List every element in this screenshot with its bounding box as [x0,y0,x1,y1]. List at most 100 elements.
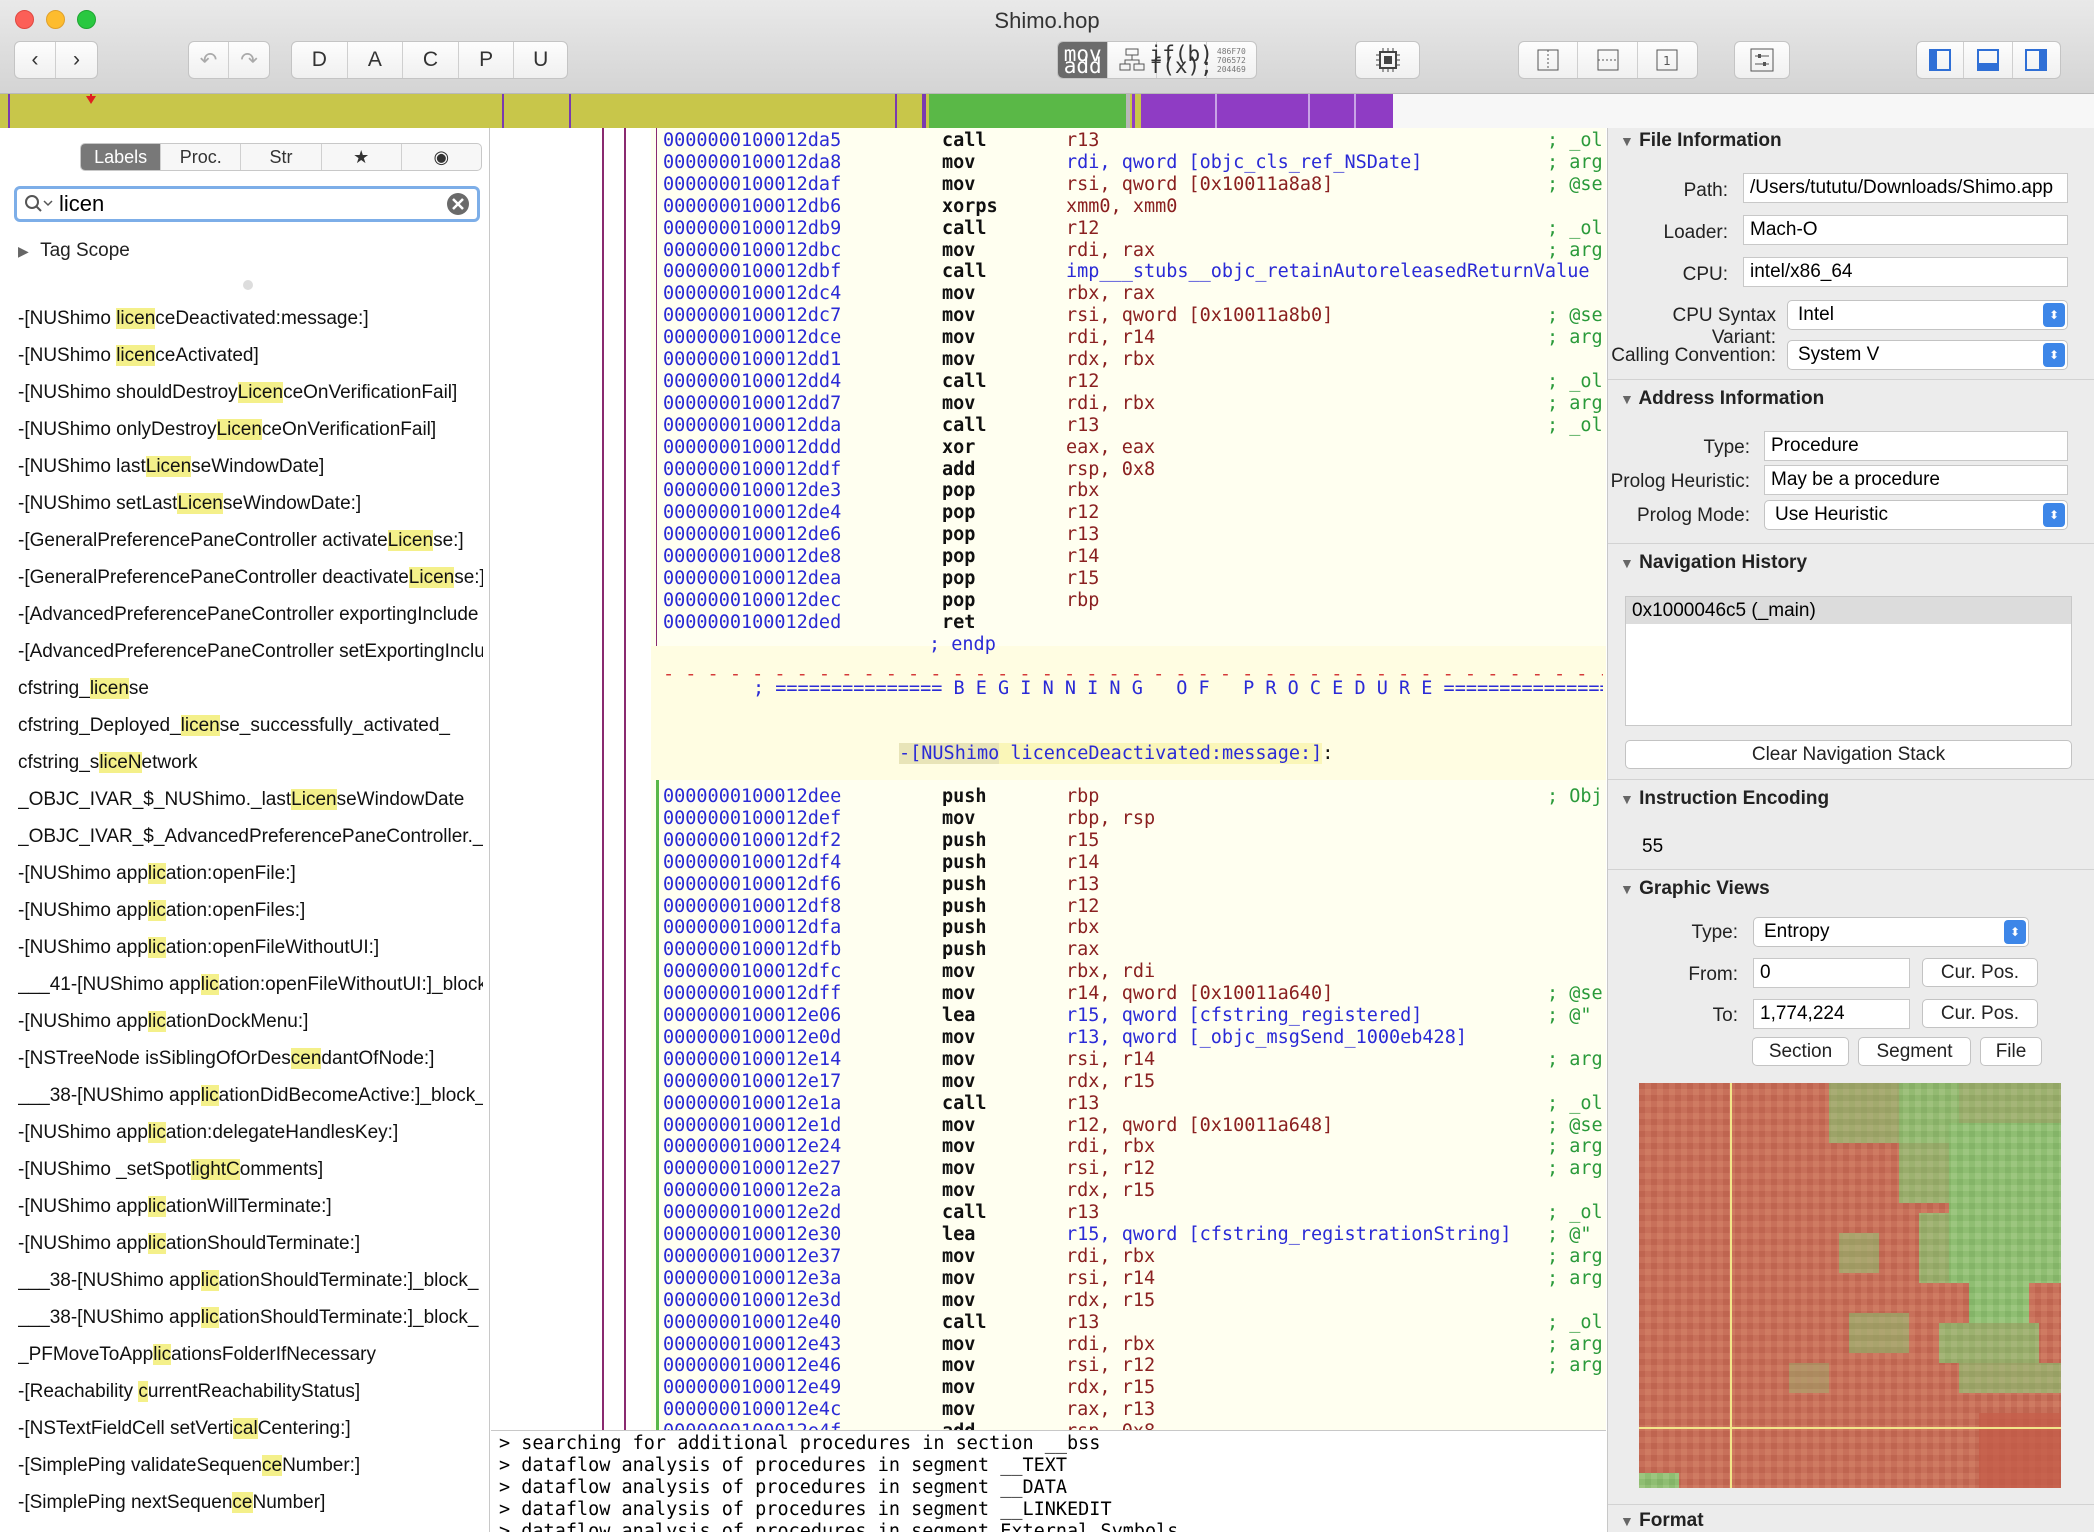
label-list-item[interactable]: -[AdvancedPreferencePaneController setEx… [18,641,483,662]
label-list-item[interactable]: -[AdvancedPreferencePaneController expor… [18,604,479,625]
mode-code-button[interactable]: C [403,42,459,78]
single-layout-button[interactable]: 1 [1638,42,1697,78]
label-list-item[interactable]: -[NUShimo shouldDestroyLicenceOnVerifica… [18,382,458,403]
label-list-item[interactable]: -[NSTextFieldCell setVerticalCentering:] [18,1418,351,1439]
log-console[interactable]: > searching for additional procedures in… [491,1430,1606,1532]
label-list-item[interactable]: _PFMoveToApplicationsFolderIfNecessary [18,1344,377,1365]
label-list-item[interactable]: ___38-[NUShimo applicationShouldTerminat… [18,1307,479,1328]
label-list-item[interactable]: -[SimplePing validateSequenceNumber:] [18,1455,361,1476]
close-window-button[interactable] [15,10,34,29]
minimize-window-button[interactable] [46,10,65,29]
label-list-item[interactable]: -[GeneralPreferencePaneController deacti… [18,567,483,588]
to-field[interactable]: 1,774,224 [1753,999,1910,1029]
label-list-item[interactable]: -[NUShimo licenceActivated] [18,345,259,366]
label-list-item[interactable]: -[NUShimo application:delegateHandlesKey… [18,1122,399,1143]
tab-tags[interactable]: ◉ [402,144,481,170]
label-list-item[interactable]: -[NUShimo application:openFiles:] [18,900,306,921]
navigation-history-header[interactable]: ▼ Navigation History [1620,552,1808,573]
address-information-header[interactable]: ▼ Address Information [1620,388,1825,409]
label-list-item[interactable]: _OBJC_IVAR_$_NUShimo._lastLicenseWindowD… [18,789,465,810]
file-button[interactable]: File [1980,1037,2042,1066]
label-list-item[interactable]: -[NUShimo applicationDockMenu:] [18,1011,309,1032]
label-list-item[interactable]: -[NUShimo applicationShouldTerminate:] [18,1233,361,1254]
toggle-bottom-panel-button[interactable] [1964,42,2013,78]
label-list-item[interactable]: -[Reachability currentReachabilityStatus… [18,1381,361,1402]
column-layout-button[interactable] [1519,42,1579,78]
path-field[interactable]: /Users/tututu/Downloads/Shimo.app [1743,173,2068,203]
row-layout-button[interactable] [1578,42,1638,78]
label-list-item[interactable]: cfstring_sliceNetwork [18,752,198,773]
hex-view-button[interactable]: 486F70 706572 204469 [1216,46,1246,74]
mode-ascii-button[interactable]: A [348,42,404,78]
label-list-item[interactable]: -[NUShimo lastLicenseWindowDate] [18,456,325,477]
pseudocode-view-button[interactable]: if(b) f(x); [1149,42,1213,78]
toggle-right-panel-button[interactable] [2013,42,2060,78]
resize-handle[interactable] [243,280,253,290]
zoom-window-button[interactable] [77,10,96,29]
from-field[interactable]: 0 [1753,958,1910,988]
label-list-item[interactable]: ___41-[NUShimo application:openFileWitho… [18,974,483,995]
segment-button[interactable]: Segment [1858,1037,1971,1066]
mode-procedure-button[interactable]: P [459,42,515,78]
segment-navigation-bar[interactable] [0,94,2094,128]
assembly-view-button[interactable]: mov add [1058,42,1109,78]
cpu-button[interactable] [1355,41,1420,79]
prolog-mode-select[interactable]: Use Heuristic⬍ [1764,500,2068,530]
label-list-item[interactable]: -[SimplePing nextSequenceNumber] [18,1492,326,1513]
format-header[interactable]: ▼ Format [1620,1510,1704,1531]
label-list-item[interactable]: -[NUShimo setLastLicenseWindowDate:] [18,493,362,514]
loader-field[interactable]: Mach-O [1743,215,2068,245]
instruction-encoding-header[interactable]: ▼ Instruction Encoding [1620,788,1830,809]
label-list-item[interactable]: -[NUShimo application:openFileWithoutUI:… [18,937,380,958]
cpu-field[interactable]: intel/x86_64 [1743,257,2068,287]
clear-search-icon[interactable] [445,191,471,217]
label-search-input[interactable] [59,191,439,217]
tab-bookmarks[interactable]: ★ [322,144,402,170]
tab-procedures[interactable]: Proc. [161,144,242,170]
redo-button[interactable]: ↷ [229,42,269,78]
clear-navigation-stack-button[interactable]: Clear Navigation Stack [1625,740,2072,769]
label-list-item[interactable]: -[NUShimo _setSpotlightComments] [18,1159,324,1180]
to-current-position-button[interactable]: Cur. Pos. [1922,999,2038,1028]
address-type-field[interactable]: Procedure [1764,431,2068,461]
label-list-item[interactable]: -[NUShimo application:openFile:] [18,863,296,884]
label-list-item[interactable]: -[NSTreeNode isSiblingOfOrDescendantOfNo… [18,1048,435,1069]
tag-scope-disclosure[interactable]: ▶ Tag Scope [18,240,130,261]
label-list-item[interactable]: -[NUShimo licenceDeactivated:message:] [18,308,369,329]
